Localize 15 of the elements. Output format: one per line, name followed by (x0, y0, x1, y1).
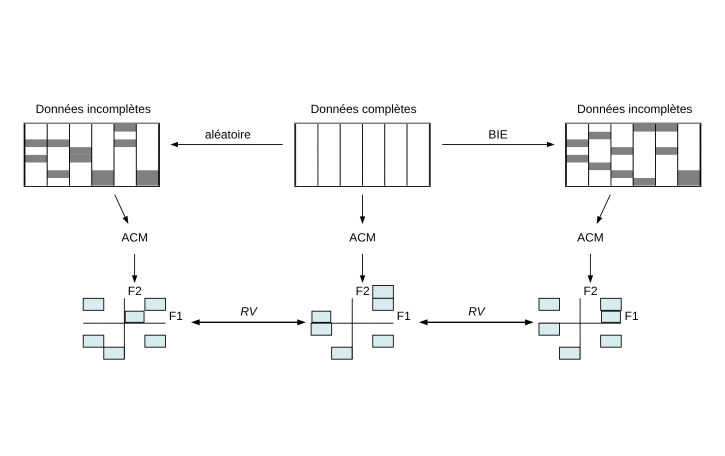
node-text: ACM (577, 230, 604, 244)
node-label: F2 (584, 284, 598, 298)
node-label: Données complètes (310, 102, 417, 116)
node-label: F1 (624, 308, 639, 322)
node-text: ACM (121, 230, 148, 244)
edge-label: BIE (488, 127, 508, 142)
node-label: F1 (168, 308, 183, 322)
edge-label: RV (240, 304, 257, 318)
edge-label: RV (468, 304, 485, 318)
node-label: Données incomplètes (36, 102, 151, 116)
node-label: F2 (128, 284, 142, 298)
node-label: F1 (396, 308, 411, 322)
node-label: Données incomplètes (577, 102, 692, 116)
node-text: ACM (349, 230, 376, 244)
edge-label: aléatoire (204, 127, 251, 142)
